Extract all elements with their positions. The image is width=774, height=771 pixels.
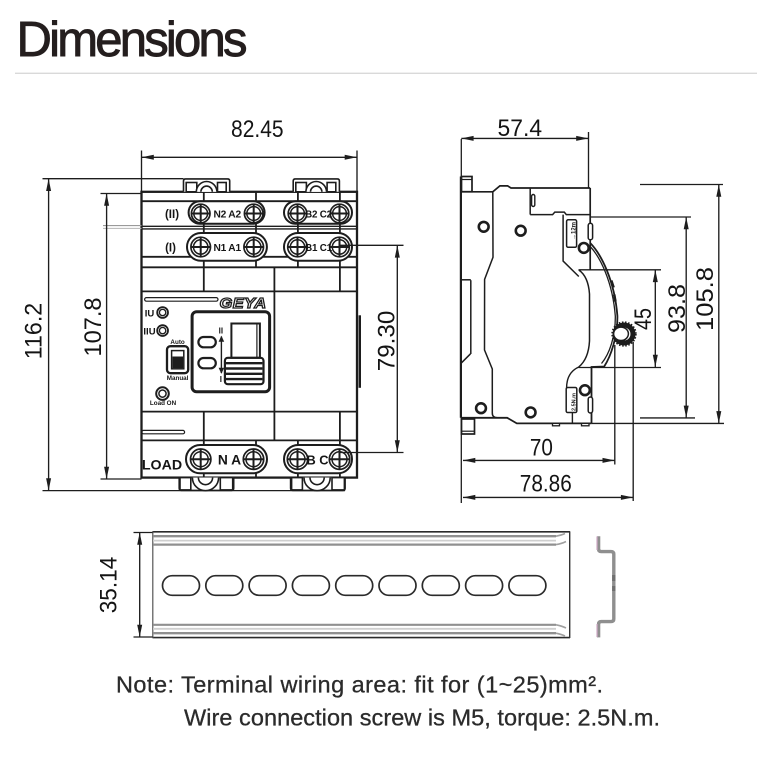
svg-text:Note: Terminal wiring area: fi: Note: Terminal wiring area: fit for (1~2… bbox=[116, 672, 603, 698]
svg-text:LOAD: LOAD bbox=[142, 458, 182, 474]
svg-text:N1 A1: N1 A1 bbox=[213, 243, 241, 254]
svg-text:(I): (I) bbox=[165, 243, 176, 255]
svg-text:N2 A2: N2 A2 bbox=[213, 209, 241, 220]
svg-text:45: 45 bbox=[630, 308, 657, 330]
svg-text:116.2: 116.2 bbox=[21, 303, 48, 360]
svg-text:(II): (II) bbox=[165, 209, 179, 221]
svg-text:Manual: Manual bbox=[167, 375, 189, 382]
svg-text:Dimensions: Dimensions bbox=[17, 13, 248, 67]
svg-text:N A: N A bbox=[218, 452, 241, 467]
svg-text:Auto: Auto bbox=[170, 339, 184, 346]
svg-text:II: II bbox=[219, 326, 223, 335]
svg-text:70: 70 bbox=[530, 435, 553, 462]
svg-text:35.14: 35.14 bbox=[96, 557, 123, 614]
svg-text:GEYA: GEYA bbox=[220, 295, 267, 312]
svg-text:82.45: 82.45 bbox=[231, 116, 284, 143]
svg-text:105.8: 105.8 bbox=[692, 267, 719, 331]
svg-text:I: I bbox=[220, 375, 222, 384]
svg-text:2.5N.m: 2.5N.m bbox=[572, 393, 578, 411]
svg-text:93.8: 93.8 bbox=[664, 284, 691, 333]
svg-text:57.4: 57.4 bbox=[498, 115, 543, 142]
svg-text:B C: B C bbox=[306, 452, 328, 467]
svg-text:79.30: 79.30 bbox=[374, 311, 401, 372]
svg-text:B2 C2: B2 C2 bbox=[305, 209, 333, 220]
svg-text:IU: IU bbox=[145, 308, 155, 319]
svg-text:B1 C1: B1 C1 bbox=[305, 243, 333, 254]
svg-text:Wire connection screw is M5, t: Wire connection screw is M5, torque: 2.5… bbox=[184, 705, 660, 731]
svg-text:IIU: IIU bbox=[143, 327, 155, 338]
svg-text:78.86: 78.86 bbox=[520, 471, 572, 498]
svg-text:Load ON: Load ON bbox=[150, 400, 177, 407]
svg-text:107.8: 107.8 bbox=[80, 298, 107, 357]
svg-text:→12m: →12m bbox=[572, 222, 578, 240]
